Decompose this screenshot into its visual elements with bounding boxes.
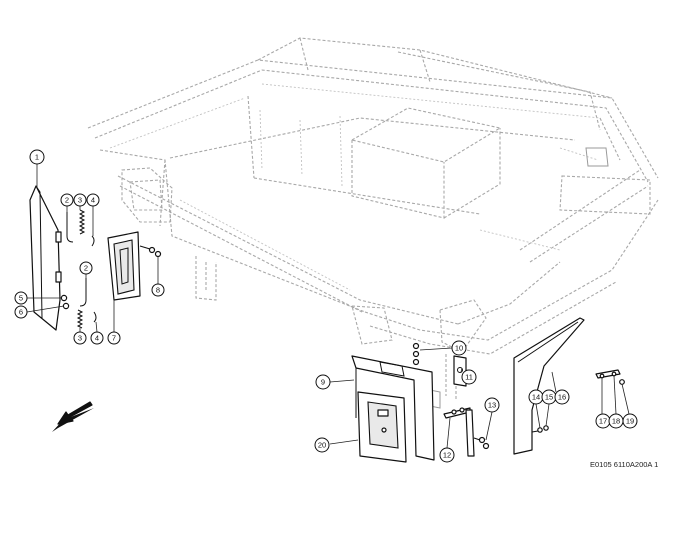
callout-8-label: 8	[156, 286, 160, 295]
callout-12: 12	[439, 447, 455, 463]
callout-14-label: 14	[532, 393, 540, 402]
callout-2-lower: 2	[79, 261, 93, 275]
callout-3-label: 3	[78, 196, 82, 205]
part-9-guard	[351, 355, 435, 461]
callout-2: 2	[60, 193, 74, 207]
part-1-side-plate	[29, 185, 62, 331]
callout-16-label: 16	[558, 393, 566, 402]
callout-4-lower: 4	[90, 331, 104, 345]
part-20-cover	[357, 391, 407, 463]
front-direction-arrow-icon	[52, 401, 94, 432]
leader-lines	[26, 164, 630, 449]
callout-13-label: 13	[488, 401, 496, 410]
callout-11-label: 11	[465, 373, 473, 382]
callout-20-label: 20	[318, 441, 326, 450]
part-16-panel	[513, 317, 585, 455]
callout-4-label: 4	[91, 196, 95, 205]
header-frame	[87, 37, 659, 409]
callout-15-label: 15	[545, 393, 553, 402]
callout-11: 11	[461, 369, 477, 385]
callout-8: 8	[151, 283, 165, 297]
callout-9: 9	[315, 374, 331, 390]
callout-16: 16	[554, 389, 570, 405]
callout-15: 15	[541, 389, 557, 405]
spring-assembly-upper	[66, 209, 95, 247]
callout-20: 20	[314, 437, 330, 453]
callout-18-label: 18	[612, 417, 620, 426]
callout-9-label: 9	[321, 378, 325, 387]
part-17-18-19-latch	[595, 369, 625, 385]
callout-5-label: 5	[19, 294, 23, 303]
part-5-6-hardware	[60, 294, 70, 310]
drawing-reference: E0105 6110A200A 1	[590, 460, 658, 469]
callout-2-lower-label: 2	[84, 264, 88, 273]
callout-17: 17	[595, 413, 611, 429]
callout-3-lower-label: 3	[78, 334, 82, 343]
part-8-bolt	[139, 245, 162, 258]
callout-1: 1	[29, 149, 45, 165]
callout-5: 5	[14, 291, 28, 305]
callout-19-label: 19	[626, 417, 634, 426]
callout-14: 14	[528, 389, 544, 405]
callout-13: 13	[484, 397, 500, 413]
part-12-strap	[443, 407, 475, 457]
callout-19: 19	[622, 413, 638, 429]
callout-17-label: 17	[599, 417, 607, 426]
callout-4-lower-label: 4	[95, 334, 99, 343]
callout-3-lower: 3	[73, 331, 87, 345]
callout-3: 3	[73, 193, 87, 207]
callout-10-label: 10	[455, 344, 463, 353]
callout-7: 7	[107, 331, 121, 345]
callout-4: 4	[86, 193, 100, 207]
callout-6: 6	[14, 305, 28, 319]
part-7-bracket	[107, 231, 141, 301]
spring-assembly-lower	[76, 278, 97, 329]
callout-18: 18	[608, 413, 624, 429]
callout-2-label: 2	[65, 196, 69, 205]
callout-7-label: 7	[112, 334, 116, 343]
part-10-fasteners	[412, 342, 420, 366]
callout-1-label: 1	[35, 153, 39, 162]
callout-6-label: 6	[19, 308, 23, 317]
callout-12-label: 12	[443, 451, 451, 460]
part-13-bolts	[473, 436, 490, 450]
callout-10: 10	[451, 340, 467, 356]
